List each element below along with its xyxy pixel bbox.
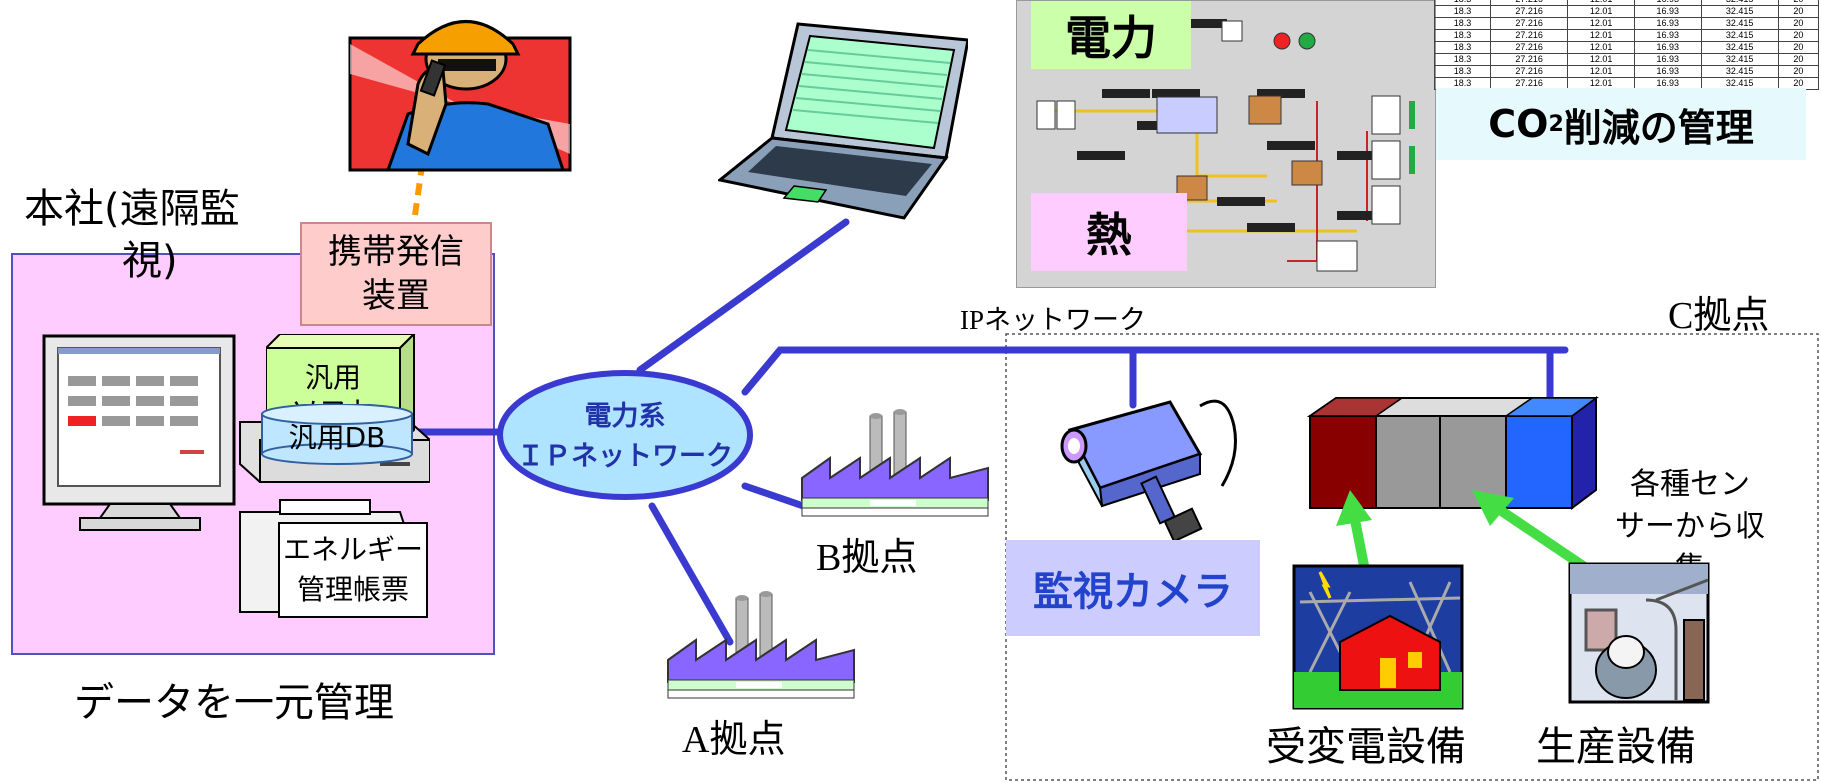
co2-subscript: 2 [1548,111,1564,137]
sensor-note-line1: 各種セン [1630,467,1750,502]
power-label-text: 電力 [1065,11,1157,65]
link-hub-site-a [648,502,734,646]
report-box: エネルギー 管理帳票 [278,522,428,618]
report-line2: 管理帳票 [296,573,409,606]
software-line1: 汎用 [304,361,361,394]
plc-unit-icon [1306,396,1599,510]
substation-label: 受変電設備 [1266,724,1466,770]
hq-title-line2: 視) [122,238,178,284]
production-equipment-icon [1568,562,1710,704]
hq-title-line1: 本社(遠隔監 [24,186,240,232]
hub-line2: ＩＰネットワーク [517,441,733,472]
worker-phone-icon [348,20,572,172]
laptop-icon [718,22,968,220]
power-label: 電力 [1031,1,1191,69]
mobile-device-line1: 携帯発信 [328,232,464,272]
ip-network-label: IPネットワーク [960,305,1147,335]
heat-label: 熱 [1031,193,1187,271]
mobile-device-line2: 装置 [362,276,430,316]
hub-ellipse [497,370,753,500]
mobile-device-box: 携帯発信 装置 [300,222,492,326]
co2-suffix: 削減の管理 [1563,105,1754,150]
factory-b-icon [801,409,989,517]
site-a-label: A拠点 [682,719,786,761]
sensor-note-line2: サーから収 [1615,509,1765,544]
report-line1: エネルギー [282,533,423,566]
database-icon [261,404,413,465]
site-b-label: B拠点 [816,537,918,579]
hub-label: 電力系 ＩＰネットワーク [510,395,740,479]
site-c-label: C拠点 [1668,295,1770,337]
link-hub-ip-network [741,346,1569,396]
substation-icon [1292,564,1464,710]
camera-icon [1060,399,1237,543]
heat-label-text: 熱 [1086,208,1132,262]
database-label: 汎用DB [288,421,386,454]
flow-diagram [1036,19,1415,272]
hq-caption: データを一元管理 [74,680,394,726]
camera-label: 監視カメラ [1006,540,1260,636]
link-hub-laptop [636,218,850,374]
production-label: 生産設備 [1536,724,1696,770]
hub-line1: 電力系 [584,401,666,432]
co2-prefix: CO [1488,102,1549,146]
sensor-note: 各種セン サーから収 集 [1600,462,1780,592]
monitor-panel: 電力 熱 [1016,0,1436,288]
factory-a-icon [667,591,855,699]
